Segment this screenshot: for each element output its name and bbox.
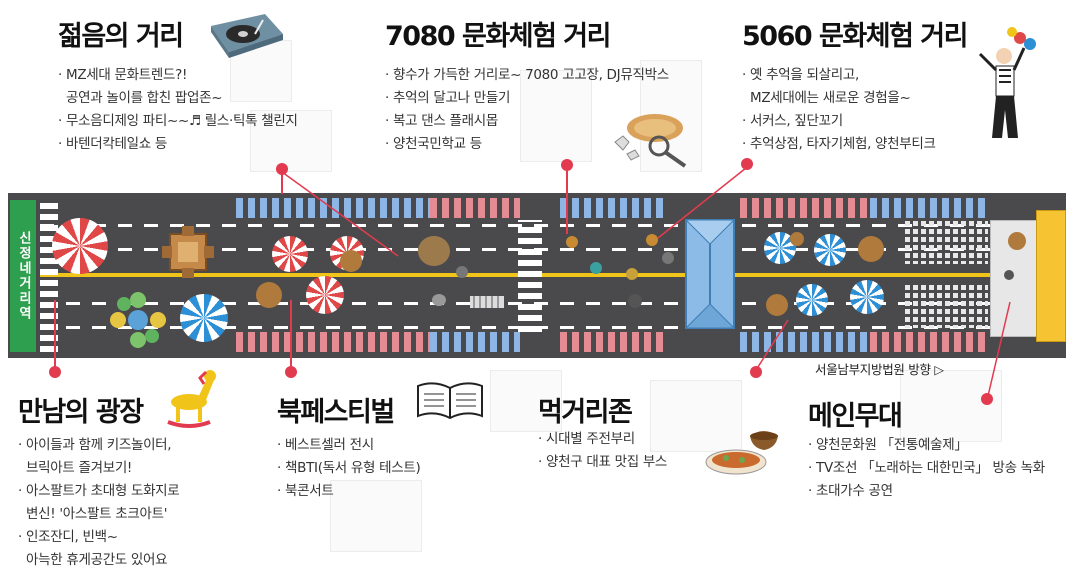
bullet-item: 북콘서트 <box>277 480 420 503</box>
bullet-item: 서커스, 짚단꼬기 <box>742 110 936 133</box>
street-umbrella <box>796 284 828 316</box>
performer-figure <box>590 262 602 274</box>
bullet-item: 양천국민학교 등 <box>385 133 669 156</box>
street-umbrella <box>850 280 884 314</box>
stage-bullets: 양천문화원 「전통예술제」 TV조선 「노래하는 대한민국」 방송 녹화 초대가… <box>808 434 1045 503</box>
food-bullets: 시대별 주전부리 양천구 대표 맛집 부스 <box>538 428 667 474</box>
bullet-item: 옛 추억을 되살리고, MZ세대에는 새로운 경험을~ <box>742 64 936 110</box>
bullet-item: 무소음디제잉 파티~~♬ 릴스·틱톡 챌린지 <box>58 110 298 133</box>
rocking-horse-icon <box>167 370 216 428</box>
audience-seats <box>904 220 988 328</box>
bullet-item: 초대가수 공연 <box>808 480 1045 503</box>
juggler-icon <box>978 27 1036 138</box>
bullet-item: 향수가 가득한 거리로~ 7080 고고장, DJ뮤직박스 <box>385 64 669 87</box>
bullet-item: 책BTI(독서 유형 테스트) <box>277 457 421 480</box>
zone-title-food: 먹거리존 <box>538 397 633 428</box>
crosswalk <box>870 332 990 352</box>
performer-figure <box>340 250 362 272</box>
crosswalk <box>560 198 665 218</box>
bg-block <box>900 370 1002 442</box>
bullet-item: 아스팔트가 초대형 도화지로 변신! '아스팔트 초크아트' <box>18 480 180 526</box>
open-book-icon <box>417 382 483 420</box>
performer-figure <box>256 282 282 308</box>
zone-title-7080: 7080 문화체험 거리 <box>385 21 612 52</box>
booth-figure <box>456 266 468 278</box>
leader-line <box>290 300 292 368</box>
street-umbrella <box>272 236 308 272</box>
location-pin <box>981 393 993 405</box>
central-building <box>684 219 736 329</box>
location-pin <box>285 366 297 378</box>
booth-figure <box>418 236 450 266</box>
performer-figure <box>646 234 658 246</box>
zone-title-plaza: 만남의 광장 <box>18 397 144 428</box>
crosswalk <box>430 332 520 352</box>
crosswalk <box>870 198 990 218</box>
plaza-bullets: 아이들과 함께 키즈놀이터, 브릭아트 즐겨보기! 아스팔트가 초대형 도화지로… <box>18 434 180 572</box>
leader-line <box>281 172 283 194</box>
zone-title-stage: 메인무대 <box>808 401 903 432</box>
bullet-item: 시대별 주전부리 <box>538 428 667 451</box>
zone-title-book: 북페스티벌 <box>277 397 395 428</box>
crosswalk <box>430 198 520 218</box>
street-umbrella <box>306 276 344 314</box>
performer-figure <box>626 268 638 280</box>
book-bullets: 베스트셀러 전시 책BTI(독서 유형 테스트) 북콘서트 <box>277 434 421 503</box>
crosswalk <box>236 198 432 218</box>
bullet-item: 인조잔디, 빈백~ 아늑한 휴게공간도 있어요 <box>18 526 179 572</box>
plaza-umbrella <box>52 218 108 274</box>
performer-figure <box>1004 270 1014 280</box>
zone-title-5060: 5060 문화체험 거리 <box>742 21 969 52</box>
bullet-item: 바텐더칵테일쇼 등 <box>58 133 298 156</box>
bullet-item: 추억상점, 타자기체험, 양천부티크 <box>742 133 936 156</box>
station-label: 신정네거리역 <box>10 200 36 352</box>
leader-line <box>566 170 568 234</box>
leader-line <box>755 319 789 371</box>
bullet-item: 추억의 달고나 만들기 <box>385 87 669 110</box>
turntable-icon <box>211 14 283 58</box>
bg-block <box>490 370 562 432</box>
play-structure-icon <box>162 226 214 278</box>
location-pin <box>276 163 288 175</box>
zone-title-youth: 젊음의 거리 <box>58 21 184 52</box>
performer-figure <box>566 236 578 248</box>
direction-label: 서울남부지방법원 방향 ▷ <box>815 362 944 377</box>
crosswalk <box>518 220 542 332</box>
culture7080-bullets: 향수가 가득한 거리로~ 7080 고고장, DJ뮤직박스 추억의 달고나 만들… <box>385 64 669 156</box>
leader-line <box>987 301 1011 397</box>
crosswalk <box>740 332 870 352</box>
location-pin <box>741 158 753 170</box>
youth-bullets: MZ세대 문화트렌드?! 공연과 놀이를 합친 팝업존~ 무소음디제잉 파티~~… <box>58 64 298 156</box>
leader-line <box>657 167 747 239</box>
performer-figure <box>1008 232 1026 250</box>
location-pin <box>49 366 61 378</box>
street-umbrella <box>814 234 846 266</box>
leader-line <box>281 171 399 257</box>
performer-figure <box>628 294 642 308</box>
crosswalk <box>560 332 665 352</box>
leader-line <box>54 300 56 370</box>
crosswalk <box>236 332 432 352</box>
bullet-item: 아이들과 함께 키즈놀이터, 브릭아트 즐겨보기! <box>18 434 179 480</box>
booth-figure <box>432 294 446 306</box>
flower-seating-icon <box>110 292 166 348</box>
food-bowl-icon <box>705 431 778 475</box>
culture5060-bullets: 옛 추억을 되살리고, MZ세대에는 새로운 경험을~ 서커스, 짚단꼬기 추억… <box>742 64 936 156</box>
bullet-item: 양천구 대표 맛집 부스 <box>538 451 667 474</box>
bullet-item: 베스트셀러 전시 <box>277 434 420 457</box>
performer-figure <box>766 294 788 316</box>
location-pin <box>561 159 573 171</box>
main-stage-platform <box>1036 210 1066 342</box>
performer-figure <box>858 236 884 262</box>
location-pin <box>750 366 762 378</box>
bullet-item: MZ세대 문화트렌드?! 공연과 놀이를 합친 팝업존~ <box>58 64 298 110</box>
keyboard-icon <box>470 296 504 308</box>
bullet-item: 양천문화원 「전통예술제」 <box>808 434 1045 457</box>
performer-figure <box>790 232 804 246</box>
bullet-item: 복고 댄스 플래시몹 <box>385 110 669 133</box>
performer-figure <box>662 252 674 264</box>
plaza-umbrella <box>180 294 228 342</box>
bullet-item: TV조선 「노래하는 대한민국」 방송 녹화 <box>808 457 1045 480</box>
crosswalk <box>740 198 870 218</box>
